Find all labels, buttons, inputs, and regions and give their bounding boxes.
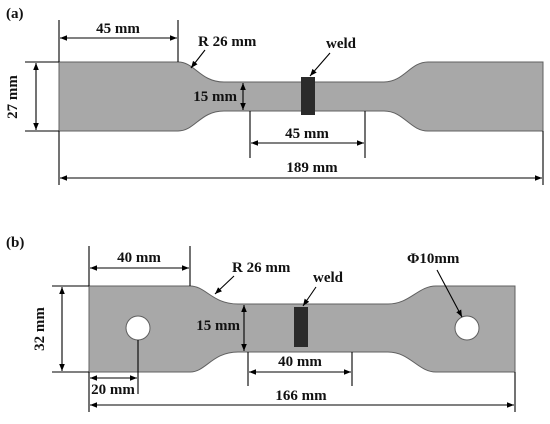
panel-b: (b) 40 mm R 26 mm weld Φ10mm 32 mm 15 mm [6,235,516,412]
width-label-b: 32 mm [32,307,48,351]
hole-offset-label-b: 20 mm [91,382,135,398]
grip-length-label-a: 45 mm [96,21,140,37]
gauge-length-label-b: 40 mm [278,354,322,370]
total-length-label-b: 166 mm [275,388,327,404]
gauge-width-label-a: 15 mm [193,89,237,105]
weld-a [301,77,315,115]
panel-a-label: (a) [6,6,24,22]
radius-arrow-b [214,275,235,295]
panel-b-label: (b) [6,235,24,251]
weld-arrow-a [309,52,331,77]
hole-right [454,315,480,341]
hole-diameter-arrow-b [436,269,463,318]
weld-b [294,307,308,347]
panel-a: (a) 45 mm R 26 mm weld 27 mm 15 mm 45 mm [5,6,544,185]
gauge-length-label-a: 45 mm [285,126,329,142]
radius-label-a: R 26 mm [198,34,257,50]
grip-length-label-b: 40 mm [117,250,161,266]
gauge-width-label-b: 15 mm [196,318,240,334]
total-length-label-a: 189 mm [286,160,338,176]
width-label-a: 27 mm [5,75,21,119]
radius-arrow-a [190,49,206,69]
radius-label-b: R 26 mm [232,260,291,276]
weld-arrow-b [302,286,317,307]
weld-label-b: weld [313,270,344,286]
hole-diameter-label-b: Φ10mm [407,251,460,267]
hole-left [125,315,151,341]
weld-label-a: weld [326,36,357,52]
